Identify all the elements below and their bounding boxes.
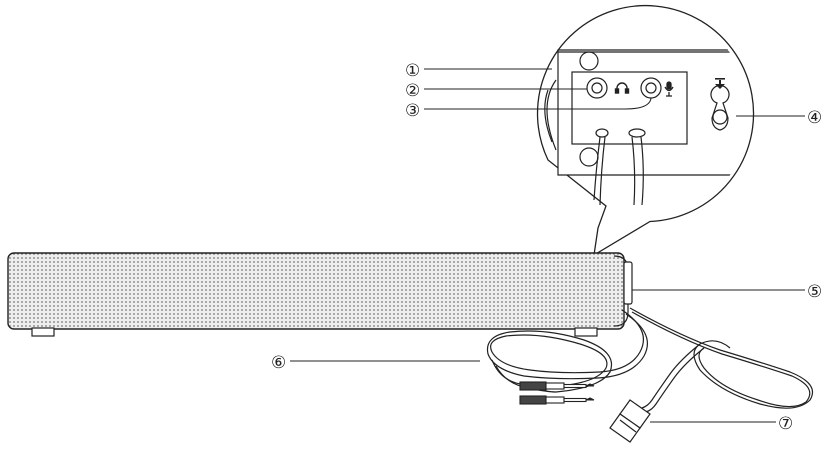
port-plate bbox=[571, 71, 688, 145]
zoom-detail bbox=[544, 49, 749, 206]
microphone-port-inner bbox=[645, 82, 657, 94]
cable-grommet bbox=[628, 128, 646, 138]
speaker-grille bbox=[7, 252, 625, 330]
speaker-foot-left bbox=[31, 327, 55, 337]
soundbar bbox=[7, 252, 633, 337]
headphone-icon bbox=[614, 82, 630, 94]
callout-5: ⑤ bbox=[807, 282, 822, 302]
headphone-port-inner bbox=[591, 82, 603, 94]
speaker-foot-right bbox=[574, 327, 598, 337]
volume-knob bbox=[623, 261, 633, 305]
headphone-port-outer bbox=[586, 77, 608, 99]
audio-plug bbox=[519, 381, 595, 405]
callout-3: ③ bbox=[405, 101, 420, 121]
callout-7: ⑦ bbox=[778, 414, 793, 434]
callout-numbers: ① ② ③ ④ ⑤ ⑥ ⑦ bbox=[271, 61, 822, 434]
callout-4: ④ bbox=[807, 108, 822, 128]
callout-6: ⑥ bbox=[271, 353, 286, 373]
usb-power-plug bbox=[609, 399, 651, 443]
callout-2: ② bbox=[405, 81, 420, 101]
microphone-icon bbox=[664, 81, 674, 97]
screw-hole bbox=[579, 51, 599, 71]
callout-lines bbox=[290, 68, 805, 423]
callout-1: ① bbox=[405, 61, 420, 81]
usb-cable bbox=[629, 307, 814, 413]
keyhole-mount bbox=[710, 84, 730, 131]
cable-grommet bbox=[595, 128, 609, 138]
down-arrow-icon bbox=[715, 78, 725, 89]
